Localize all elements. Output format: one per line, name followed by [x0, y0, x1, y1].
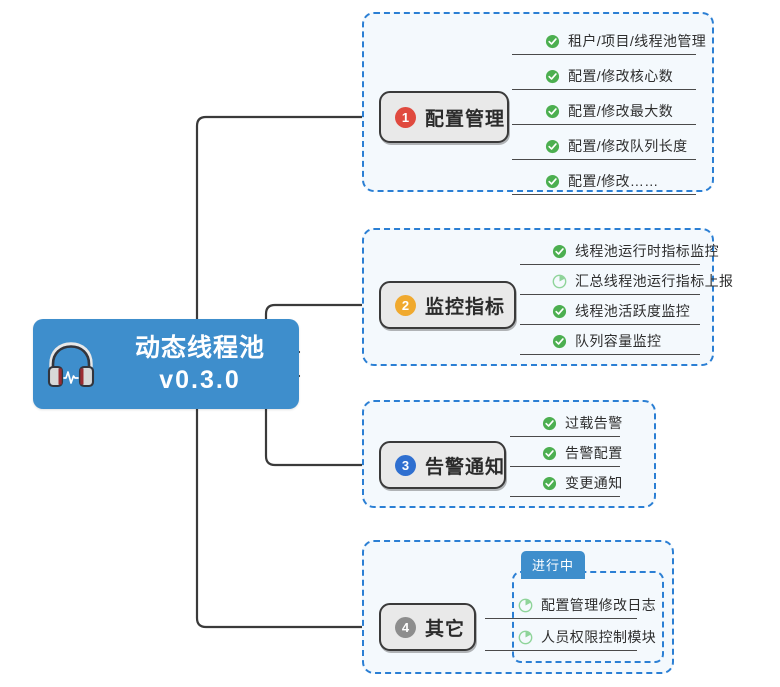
leaf-item-label: 配置/修改…… — [568, 173, 659, 189]
leaf-underline — [512, 159, 696, 160]
check-circle-icon — [542, 416, 557, 431]
leaf-item-label: 告警配置 — [565, 445, 623, 461]
leaf-underline — [520, 294, 700, 295]
branch-badge-4: 4 — [395, 616, 416, 638]
leaf-item[interactable]: 汇总线程池运行指标上报 — [552, 268, 733, 294]
root-node[interactable]: 动态线程池 v0.3.0 — [33, 319, 299, 409]
leaf-item[interactable]: 线程池活跃度监控 — [552, 298, 690, 324]
check-circle-icon — [552, 304, 567, 319]
status-badge-in-progress: 进行中 — [521, 551, 586, 579]
leaf-item[interactable]: 人员权限控制模块 — [518, 624, 656, 650]
in-progress-group-box — [512, 571, 664, 663]
check-circle-icon — [545, 69, 560, 84]
branch-label-1: 配置管理 — [425, 108, 506, 130]
leaf-item-label: 线程池活跃度监控 — [575, 303, 691, 319]
leaf-item-label: 人员权限控制模块 — [541, 629, 657, 645]
branch-node-3[interactable]: 3 告警通知 — [379, 441, 506, 489]
leaf-item-label: 线程池运行时指标监控 — [575, 243, 719, 259]
leaf-item-label: 过载告警 — [565, 415, 623, 431]
check-circle-icon — [552, 244, 567, 259]
leaf-item[interactable]: 配置/修改…… — [545, 168, 659, 194]
leaf-item-label: 租户/项目/线程池管理 — [568, 33, 707, 49]
leaf-item[interactable]: 队列容量监控 — [552, 328, 661, 354]
leaf-item[interactable]: 线程池运行时指标监控 — [552, 238, 719, 264]
branch-label-4: 其它 — [425, 618, 466, 640]
leaf-item[interactable]: 配置/修改最大数 — [545, 98, 673, 124]
branch-badge-1: 1 — [395, 106, 416, 128]
check-circle-icon — [545, 104, 560, 119]
leaf-underline — [510, 466, 620, 467]
branch-node-1[interactable]: 1 配置管理 — [379, 91, 509, 143]
branch-node-4[interactable]: 4 其它 — [379, 603, 476, 651]
root-label: 动态线程池 v0.3.0 — [109, 332, 299, 396]
leaf-item[interactable]: 告警配置 — [542, 440, 623, 466]
leaf-item-label: 队列容量监控 — [575, 333, 662, 349]
leaf-item[interactable]: 配置/修改核心数 — [545, 63, 673, 89]
branch-label-2: 监控指标 — [425, 296, 506, 318]
check-circle-icon — [545, 174, 560, 189]
leaf-item-label: 配置/修改核心数 — [568, 68, 674, 84]
leaf-underline — [520, 324, 700, 325]
branch-badge-2: 2 — [395, 294, 416, 316]
check-circle-icon — [542, 446, 557, 461]
clock-progress-icon — [518, 630, 533, 645]
leaf-underline — [485, 650, 637, 651]
leaf-underline — [512, 89, 696, 90]
check-circle-icon — [542, 476, 557, 491]
leaf-item-label: 配置/修改队列长度 — [568, 138, 688, 154]
leaf-underline — [520, 354, 700, 355]
check-circle-icon — [545, 34, 560, 49]
leaf-item[interactable]: 配置管理修改日志 — [518, 592, 656, 618]
leaf-underline — [510, 496, 620, 497]
leaf-item-label: 配置管理修改日志 — [541, 597, 657, 613]
leaf-underline — [512, 124, 696, 125]
branch-label-3: 告警通知 — [425, 456, 506, 478]
leaf-item-label: 汇总线程池运行指标上报 — [575, 273, 734, 289]
leaf-item[interactable]: 配置/修改队列长度 — [545, 133, 688, 159]
leaf-item[interactable]: 过载告警 — [542, 410, 623, 436]
leaf-item-label: 配置/修改最大数 — [568, 103, 674, 119]
leaf-underline — [485, 618, 637, 619]
root-title: 动态线程池 — [134, 334, 265, 362]
root-version: v0.3.0 — [159, 366, 241, 394]
leaf-underline — [510, 436, 620, 437]
check-circle-icon — [552, 334, 567, 349]
leaf-underline — [512, 54, 696, 55]
clock-progress-icon — [552, 274, 567, 289]
headphone-icon — [33, 340, 109, 388]
clock-progress-icon — [518, 598, 533, 613]
branch-badge-3: 3 — [395, 454, 416, 476]
leaf-underline — [520, 264, 700, 265]
leaf-underline — [512, 194, 696, 195]
leaf-item-label: 变更通知 — [565, 475, 623, 491]
branch-node-2[interactable]: 2 监控指标 — [379, 281, 516, 329]
check-circle-icon — [545, 139, 560, 154]
leaf-item[interactable]: 租户/项目/线程池管理 — [545, 28, 706, 54]
leaf-item[interactable]: 变更通知 — [542, 470, 623, 496]
